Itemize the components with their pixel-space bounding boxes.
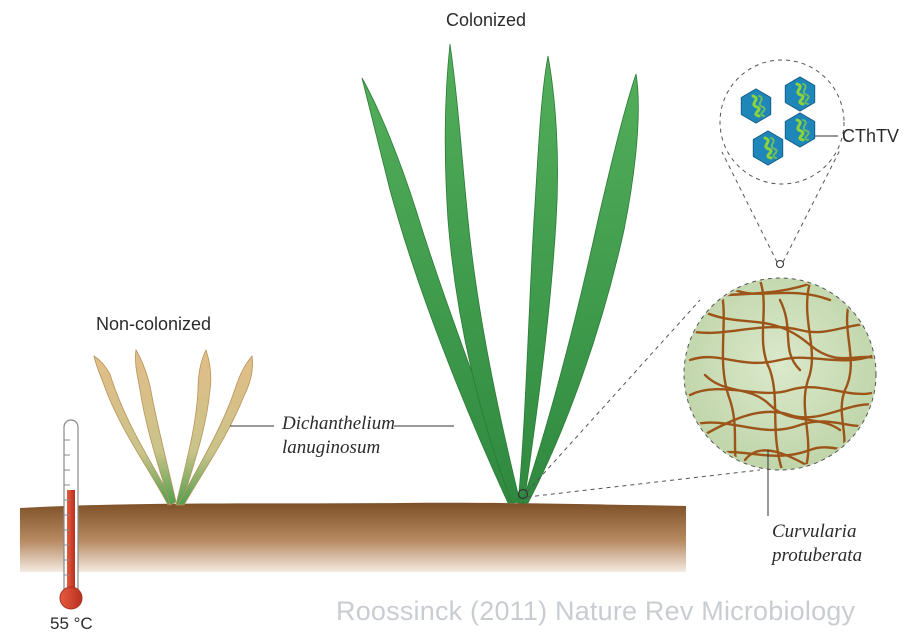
zoom-line-lower bbox=[527, 470, 760, 497]
virus-site-marker bbox=[777, 261, 784, 268]
label-virus: CThTV bbox=[842, 126, 899, 147]
virus-magnified-circle bbox=[720, 60, 844, 184]
label-plant-species: Dichanthelium lanuginosum bbox=[282, 412, 395, 460]
non-colonized-plant bbox=[94, 350, 253, 505]
plant-species-line2: lanuginosum bbox=[282, 436, 395, 460]
fungus-line2: protuberata bbox=[772, 544, 862, 568]
zoom-line-upper bbox=[527, 300, 700, 492]
label-fungus: Curvularia protuberata bbox=[772, 520, 862, 568]
image-credit: Roossinck (2011) Nature Rev Microbiology bbox=[336, 596, 855, 627]
label-non-colonized: Non-colonized bbox=[96, 314, 211, 335]
fungus-line1: Curvularia bbox=[772, 520, 862, 544]
colonized-plant bbox=[362, 44, 638, 503]
fungus-magnified-circle bbox=[684, 270, 880, 470]
soil bbox=[20, 503, 686, 572]
label-temperature: 55 °C bbox=[50, 614, 93, 634]
label-colonized: Colonized bbox=[446, 10, 526, 31]
plant-species-line1: Dichanthelium bbox=[282, 412, 395, 436]
